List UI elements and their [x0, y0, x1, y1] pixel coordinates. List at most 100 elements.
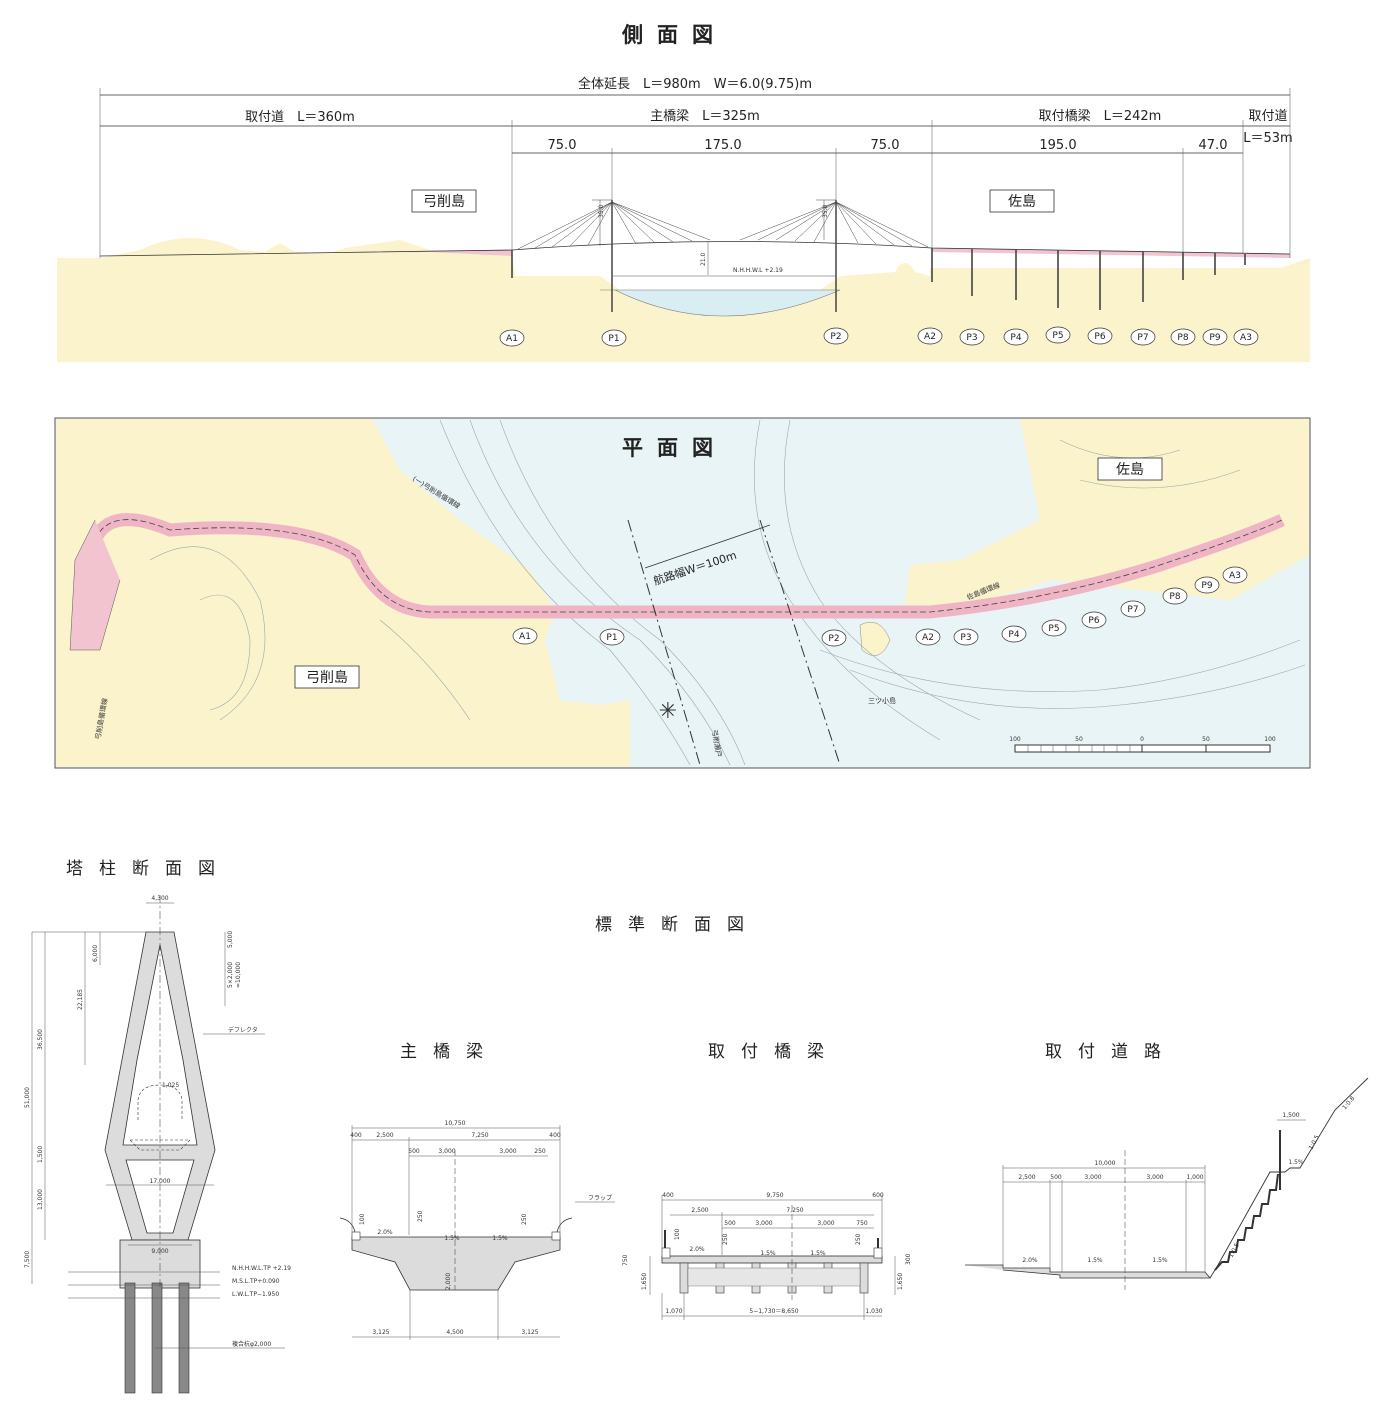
- slope-label: 1.5%: [1087, 1257, 1103, 1264]
- svg-text:P6: P6: [1088, 616, 1099, 626]
- island-label-sashima: 佐島: [1008, 194, 1036, 210]
- junction-road: [69, 519, 121, 651]
- plan-pier-p9: P9: [1194, 576, 1220, 594]
- dim: 13,000: [37, 1189, 44, 1210]
- plan-label-yuge: 弓削島: [306, 670, 348, 686]
- main-girder-title: 主橋梁: [400, 1042, 499, 1062]
- dim: 5,000: [227, 931, 234, 948]
- span-label: 75.0: [548, 138, 577, 153]
- dim: 4,500: [446, 1329, 463, 1336]
- curb: [873, 1247, 883, 1259]
- water-level-label: N.H.H.W.L +2.19: [733, 267, 783, 274]
- dim: 1,070: [665, 1308, 682, 1315]
- dim-lines: [649, 1195, 896, 1320]
- total-length-label: 全体延長 L＝980m W＝6.0(9.75)m: [578, 76, 812, 92]
- dim: 500: [724, 1220, 736, 1227]
- dim: 2,500: [691, 1207, 708, 1214]
- pier-marker-p2: P2: [823, 327, 849, 345]
- svg-text:A3: A3: [1240, 333, 1252, 343]
- dim: 1,000: [1186, 1174, 1203, 1181]
- plan-title: 平面図: [622, 436, 727, 460]
- dim: 3,000: [438, 1148, 455, 1155]
- svg-text:P3: P3: [960, 633, 971, 643]
- deck-slab: [661, 1255, 883, 1264]
- deck-outline: [129, 1084, 191, 1151]
- pier-marker-p9: P9: [1202, 328, 1228, 346]
- slope-label: 1.5%: [1152, 1257, 1168, 1264]
- dim: 17,000: [150, 1178, 171, 1185]
- level-lwl: L.W.L.TP−1.950: [232, 1291, 279, 1298]
- svg-text:P9: P9: [1201, 581, 1212, 591]
- svg-text:P3: P3: [966, 333, 977, 343]
- plan-view: 平面図 佐島 弓削島 (一)弓削島循環線 佐島循環線 弓削島循環線 航路幅W＝1…: [54, 417, 1311, 769]
- pavement: [965, 1264, 1211, 1279]
- dim: 2,500: [1018, 1174, 1035, 1181]
- box-girder: [351, 1236, 561, 1291]
- svg-text:P2: P2: [828, 634, 839, 644]
- segment-label: 主橋梁 L＝325m: [650, 109, 760, 124]
- slope-label: 2.0%: [689, 1246, 705, 1253]
- dim: 600: [872, 1192, 884, 1199]
- island-label-yuge: 弓削島: [423, 194, 465, 210]
- dim: 1,025: [162, 1082, 179, 1089]
- dim: 10,750: [445, 1120, 466, 1127]
- island-label-box: [411, 189, 477, 213]
- pier-marker-p4: P4: [1003, 328, 1029, 346]
- sea: [600, 289, 841, 317]
- plan-pier-p8: P8: [1162, 587, 1188, 605]
- dim: 6,000: [92, 945, 99, 962]
- dim: 500: [408, 1148, 420, 1155]
- svg-text:100: 100: [1009, 736, 1021, 743]
- standard-section-title: 標準断面図: [595, 915, 760, 935]
- dim: 1,500: [37, 1146, 44, 1163]
- flap: [339, 1217, 573, 1233]
- slope-label: 2.0%: [377, 1229, 393, 1236]
- tower-dimension-lines: [31, 902, 285, 1349]
- svg-text:P2: P2: [830, 332, 841, 342]
- dim: 22,185: [77, 989, 84, 1010]
- pier-marker-a1: A1: [499, 329, 525, 347]
- dim: 400: [350, 1132, 362, 1139]
- dim: 9,000: [151, 1248, 168, 1255]
- scale-bar: 100 50 0 50 100: [1009, 736, 1276, 753]
- svg-text:P7: P7: [1137, 333, 1148, 343]
- contour-lines: [149, 419, 1306, 766]
- grade-label: 1:0.8: [1341, 1095, 1356, 1111]
- dim: 7,500: [24, 1251, 31, 1268]
- slope-label: 1.5%: [760, 1250, 776, 1257]
- approach-road-section: 取付道路 10,000 2,500 500 3,000 3,000 1,000 …: [965, 1042, 1369, 1290]
- deck-profile: [99, 241, 1291, 257]
- span-label: 175.0: [704, 138, 741, 153]
- pier-markers: A1 P1 P2 A2 P3 P4 P5 P6 P7 P8 P9 A3: [499, 326, 1259, 347]
- cable-stay-towers: [517, 199, 929, 312]
- svg-text:A1: A1: [506, 334, 518, 344]
- slope-profile: [1209, 1077, 1369, 1279]
- plan-pier-p4: P4: [1001, 625, 1027, 643]
- svg-text:P1: P1: [606, 633, 617, 643]
- dim: 10,000: [1095, 1160, 1116, 1167]
- slope-label: 2.0%: [1022, 1257, 1038, 1264]
- pier-marker-p6: P6: [1087, 327, 1113, 345]
- approach-girder-section: 取付橋梁 400 9,750 600 2,500 7,250 500 3,000…: [622, 1042, 912, 1320]
- flap-label: フラップ: [588, 1195, 612, 1202]
- dim-lines: [1002, 1119, 1306, 1272]
- svg-text:P5: P5: [1048, 624, 1059, 634]
- slope-label: 1.5%: [444, 1235, 460, 1242]
- level-nhhwl: N.H.H.W.L.TP +2.19: [232, 1265, 291, 1272]
- dim: 250: [722, 1233, 729, 1245]
- svg-text:A3: A3: [1229, 571, 1241, 581]
- dim-top-width: 4,300: [151, 895, 168, 902]
- stepped-retaining-wall: [1214, 1173, 1279, 1271]
- approach-girder-title: 取付橋梁: [708, 1042, 840, 1062]
- dim: 250: [521, 1213, 528, 1225]
- dim: 5×2,000: [227, 962, 234, 988]
- island-label-box: [1097, 457, 1163, 481]
- bridge-centerline: [94, 519, 1283, 613]
- level-msl: M.S.L.TP+0.090: [232, 1278, 280, 1285]
- dim: 7,250: [471, 1132, 488, 1139]
- plan-pier-a3: A3: [1222, 566, 1248, 584]
- channel-width-arrow: [644, 524, 771, 569]
- plan-pier-p2: P2: [821, 629, 847, 647]
- tower-legs: [104, 931, 216, 1241]
- dim: 7,250: [786, 1207, 803, 1214]
